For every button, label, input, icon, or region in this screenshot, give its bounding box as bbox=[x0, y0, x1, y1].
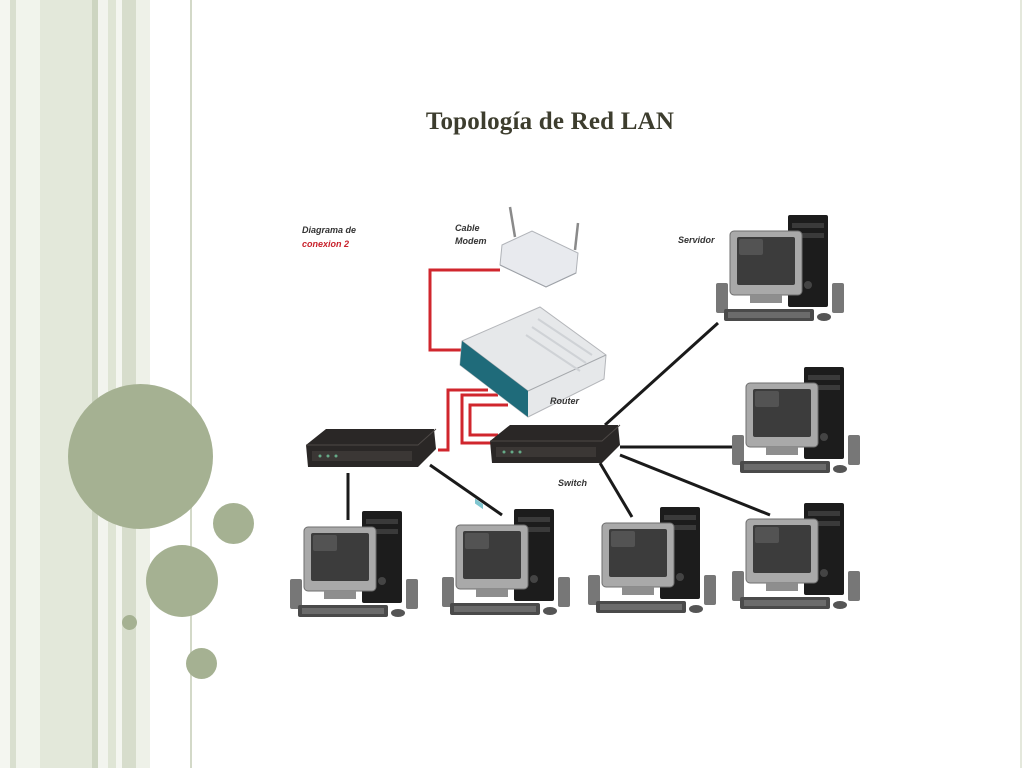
decorative-circle-large bbox=[68, 384, 213, 529]
router-label: Router bbox=[550, 396, 579, 406]
router-device bbox=[459, 306, 607, 510]
decorative-circle-small bbox=[186, 648, 217, 679]
cable-modem bbox=[499, 206, 580, 288]
sidebar-stripe bbox=[190, 0, 192, 768]
modem-label-line2: Modem bbox=[455, 236, 487, 246]
sidebar-stripe bbox=[40, 0, 92, 768]
network-cables bbox=[346, 321, 771, 520]
sidebar-stripe bbox=[0, 0, 10, 768]
workstation-right bbox=[731, 366, 861, 474]
sidebar-stripe bbox=[16, 0, 40, 768]
sidebar-stripe bbox=[108, 0, 116, 768]
sidebar-stripe bbox=[92, 0, 98, 768]
workstation bbox=[587, 506, 717, 614]
slide-title: Topología de Red LAN bbox=[425, 108, 675, 135]
decorative-circle-tiny bbox=[122, 615, 137, 630]
decorative-circle-medium bbox=[146, 545, 218, 617]
main-switch bbox=[489, 424, 621, 464]
sidebar-stripe bbox=[116, 0, 122, 768]
server-computer bbox=[715, 214, 845, 322]
decorative-circle-small bbox=[213, 503, 254, 544]
sidebar-stripe bbox=[10, 0, 16, 768]
network-diagram: Diagrama de conexion 2 Cable Modem Servi… bbox=[270, 195, 890, 640]
router-switch-cable bbox=[460, 393, 498, 445]
router-switch-cable bbox=[468, 403, 508, 437]
connection-label-line2: conexion 2 bbox=[302, 239, 349, 249]
workstation bbox=[441, 508, 571, 616]
workstation bbox=[289, 510, 419, 618]
workstation bbox=[731, 502, 861, 610]
modem-router-cable bbox=[428, 268, 500, 352]
router-switch-cable bbox=[438, 388, 488, 452]
sidebar-stripe bbox=[98, 0, 108, 768]
left-switch bbox=[305, 428, 437, 468]
connection-label-line1: Diagrama de bbox=[302, 225, 356, 235]
server-label: Servidor bbox=[678, 235, 715, 245]
modem-label-line1: Cable bbox=[455, 223, 480, 233]
right-edge-line bbox=[1020, 0, 1022, 768]
switch-label: Switch bbox=[558, 478, 588, 488]
